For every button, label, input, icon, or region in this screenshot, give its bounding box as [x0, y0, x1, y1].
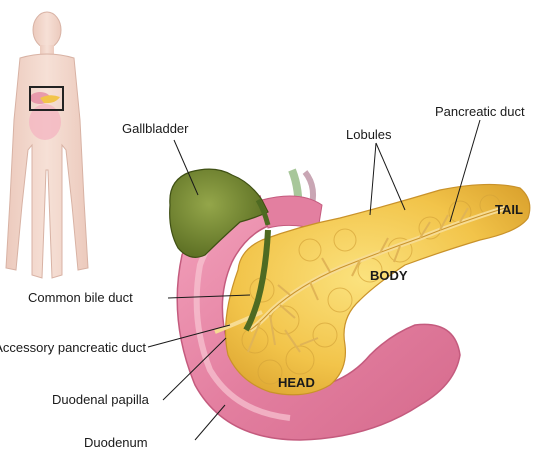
pancreas-shape — [214, 183, 531, 396]
label-duodenal-papilla: Duodenal papilla — [52, 392, 150, 407]
accessory-duct — [214, 310, 263, 334]
highlight-box — [29, 86, 64, 111]
label-body: BODY — [370, 268, 408, 283]
label-lobules: Lobules — [346, 127, 392, 142]
label-head: HEAD — [278, 375, 315, 390]
label-common-bile-duct: Common bile duct — [28, 290, 133, 305]
label-gallbladder: Gallbladder — [122, 121, 189, 136]
leader-lines — [147, 119, 481, 441]
human-figure-illustration — [5, 11, 89, 279]
label-accessory-pancreatic-duct: Accessory pancreatic duct — [0, 340, 146, 355]
common-bile-duct — [243, 229, 271, 332]
label-tail: TAIL — [495, 202, 523, 217]
gallbladder-shape — [169, 168, 271, 258]
label-pancreatic-duct: Pancreatic duct — [435, 104, 525, 119]
label-duodenum: Duodenum — [84, 435, 148, 450]
